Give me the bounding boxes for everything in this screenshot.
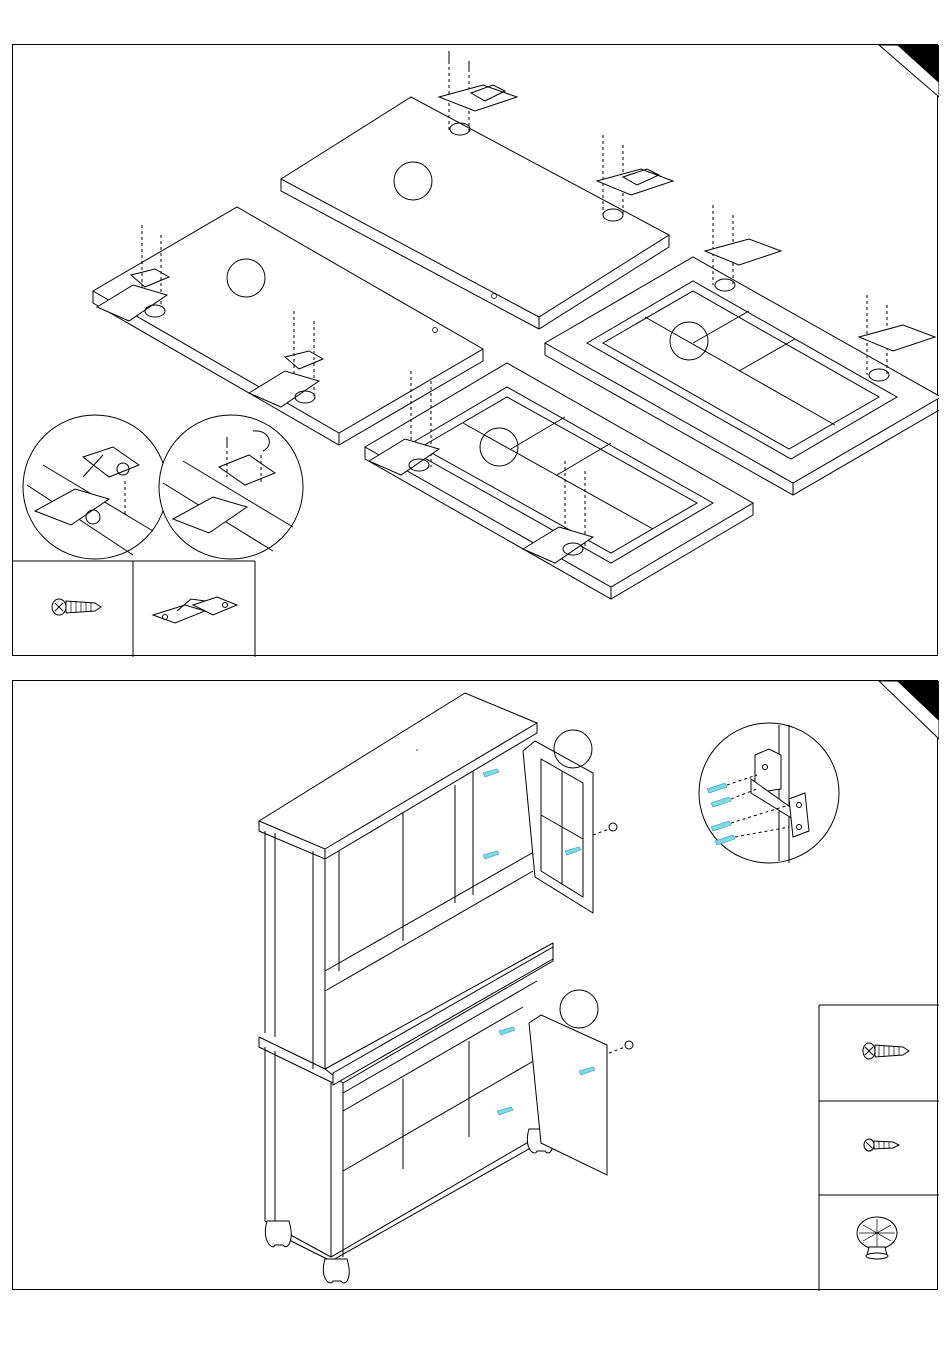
door-knob-lower xyxy=(609,1041,633,1053)
detail-view-hinge-screwing xyxy=(159,415,303,559)
step-panel-door-mount xyxy=(12,680,938,1290)
knob-icon xyxy=(857,1217,897,1259)
cabinet-hutch xyxy=(259,693,553,1069)
door-knob-upper xyxy=(593,823,617,835)
detail-view-hinge-screws xyxy=(699,723,839,863)
cabinet-assembly-illustration xyxy=(13,681,939,1291)
short-screw-icon xyxy=(864,1139,899,1151)
detail-view-hinge-fitted xyxy=(23,415,167,559)
upper-glass-door xyxy=(523,730,593,913)
step-panel-hinges xyxy=(12,44,938,656)
hinge-screw-icon xyxy=(52,599,101,615)
hinge-install-illustration xyxy=(13,45,939,657)
cabinet-counter xyxy=(259,943,553,1085)
hinge-icon xyxy=(153,597,237,623)
long-screw-icon xyxy=(863,1043,909,1059)
